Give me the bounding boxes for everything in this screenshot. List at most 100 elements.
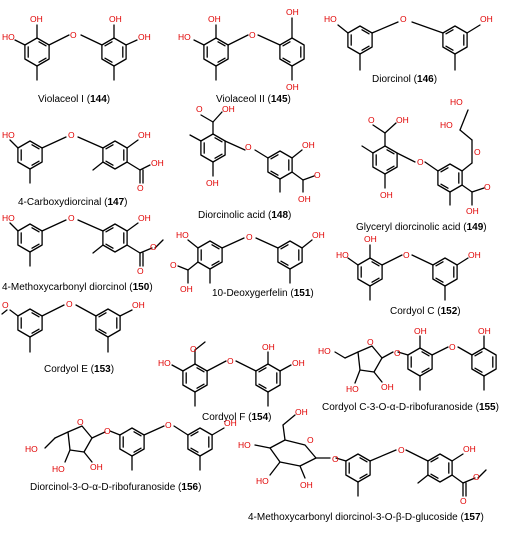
atom-label: O [246, 232, 253, 242]
atom-label: O [104, 426, 111, 436]
atom-label: HO [25, 444, 38, 454]
atom-label: O [449, 342, 456, 352]
atom-label: OH [312, 230, 325, 240]
compound-label-155: Cordyol C-3-O-α-D-ribofuranoside (155) [322, 402, 499, 413]
structure-148: O OH O OH OH O OH Diorcinolic acid (148) [189, 104, 321, 221]
atom-label: OH [480, 14, 493, 24]
atom-label: O [137, 183, 144, 193]
atom-label: HO [52, 464, 65, 474]
atom-label: OH [30, 14, 43, 24]
atom-label: HO [336, 250, 349, 260]
compound-label-146: Diorcinol (146) [372, 74, 437, 85]
compound-label-149: Glyceryl diorcinolic acid (149) [356, 222, 487, 233]
atom-label: O [2, 300, 9, 310]
atom-label: OH [180, 284, 193, 294]
structure-149: O OH O OH O HO HO O OH Glyceryl diorcino… [356, 97, 491, 233]
atom-label: OH [224, 418, 237, 428]
atom-label: OH [380, 190, 393, 200]
compound-label-145: Violaceol II (145) [216, 94, 291, 105]
structure-155: O O HO HO OH OH O OH Cordyol C-3-O-α-D-r… [318, 326, 499, 413]
compound-label-156: Diorcinol-3-O-α-D-ribofuranoside (156) [30, 482, 201, 493]
atom-label: HO [176, 230, 189, 240]
atom-label: HO [238, 440, 251, 450]
structure-152: O OH HO OH Cordyol C (152) [336, 234, 481, 317]
atom-label: O [77, 417, 84, 427]
atom-label: OH [364, 234, 377, 244]
atom-label: O [66, 299, 73, 309]
structure-157: O O OH HO HO OH O OH O O 4-Methoxycarbon… [238, 407, 487, 523]
atom-label: OH [208, 14, 221, 24]
atom-label: O [150, 242, 157, 252]
atom-label: OH [138, 32, 151, 42]
atom-label: O [70, 30, 77, 40]
atom-label: O [367, 337, 374, 347]
atom-label: OH [286, 7, 299, 17]
atom-label: HO [158, 358, 171, 368]
atom-label: OH [132, 300, 145, 310]
atom-label: O [398, 445, 405, 455]
structure-150: O HO OH O O 4-Methoxycarbonyl diorcinol … [2, 213, 164, 293]
atom-label: O [484, 182, 491, 192]
atom-label: O [314, 170, 321, 180]
atom-label: O [460, 496, 467, 506]
atom-label: O [394, 348, 401, 358]
structure-144: O OH HO OH OH Violaceol I (144) [2, 14, 151, 105]
compound-label-147: 4-Carboxydiorcinal (147) [18, 197, 128, 208]
atom-label: OH [396, 115, 409, 125]
atom-label: HO [178, 32, 191, 42]
atom-label: O [227, 356, 234, 366]
compound-label-150: 4-Methoxycarbonyl diorcinol (150) [2, 282, 153, 293]
structure-146: O HO OH Diorcinol (146) [324, 14, 493, 85]
atom-label: O [68, 130, 75, 140]
atom-label: OH [292, 358, 305, 368]
atom-label: OH [222, 104, 235, 114]
atom-label: O [170, 260, 177, 270]
compound-label-148: Diorcinolic acid (148) [198, 210, 291, 221]
atom-label: O [368, 115, 375, 125]
atom-label: HO [2, 130, 15, 140]
compound-label-157: 4-Methoxycarbonyl diorcinol-3-O-β-D-gluc… [248, 512, 484, 523]
atom-label: OH [298, 194, 311, 204]
atom-label: O [417, 157, 424, 167]
atom-label: O [249, 30, 256, 40]
compound-label-144: Violaceol I (144) [38, 94, 110, 105]
atom-label: O [473, 472, 480, 482]
atom-label: O [68, 213, 75, 223]
atom-label: HO [346, 384, 359, 394]
atom-label: O [137, 266, 144, 276]
structure-153: O O OH Cordyol E (153) [1, 299, 145, 375]
atom-label: O [400, 14, 407, 24]
atom-label: OH [466, 206, 479, 216]
structure-151: O HO O OH OH 10-Deoxygerfelin (151) [170, 230, 325, 299]
structure-147: O HO OH OH O 4-Carboxydiorcinal (147) [2, 130, 164, 208]
structure-154: O O HO OH OH Cordyol F (154) [158, 341, 305, 423]
compound-label-154: Cordyol F (154) [202, 412, 272, 423]
atom-label: OH [262, 342, 275, 352]
atom-label: OH [468, 250, 481, 260]
atom-label: OH [478, 326, 491, 336]
atom-label: O [332, 454, 339, 464]
atom-label: OH [138, 130, 151, 140]
atom-label: O [403, 250, 410, 260]
atom-label: OH [414, 326, 427, 336]
structure-156: O O HO HO OH O OH Diorcinol-3-O-α-D-ribo… [25, 417, 237, 493]
atom-label: O [474, 147, 481, 157]
atom-label: HO [440, 120, 453, 130]
atom-label: O [165, 420, 172, 430]
atom-label: OH [109, 14, 122, 24]
atom-label: OH [295, 407, 308, 417]
atom-label: HO [318, 346, 331, 356]
atom-label: O [307, 435, 314, 445]
atom-label: OH [302, 140, 315, 150]
compound-label-152: Cordyol C (152) [390, 306, 461, 317]
atom-label: OH [151, 158, 164, 168]
atom-label: OH [286, 82, 299, 92]
atom-label: O [196, 104, 203, 114]
compound-label-153: Cordyol E (153) [44, 364, 114, 375]
atom-label: OH [300, 480, 313, 490]
atom-label: OH [138, 213, 151, 223]
atom-label: OH [206, 178, 219, 188]
atom-label: HO [2, 213, 15, 223]
